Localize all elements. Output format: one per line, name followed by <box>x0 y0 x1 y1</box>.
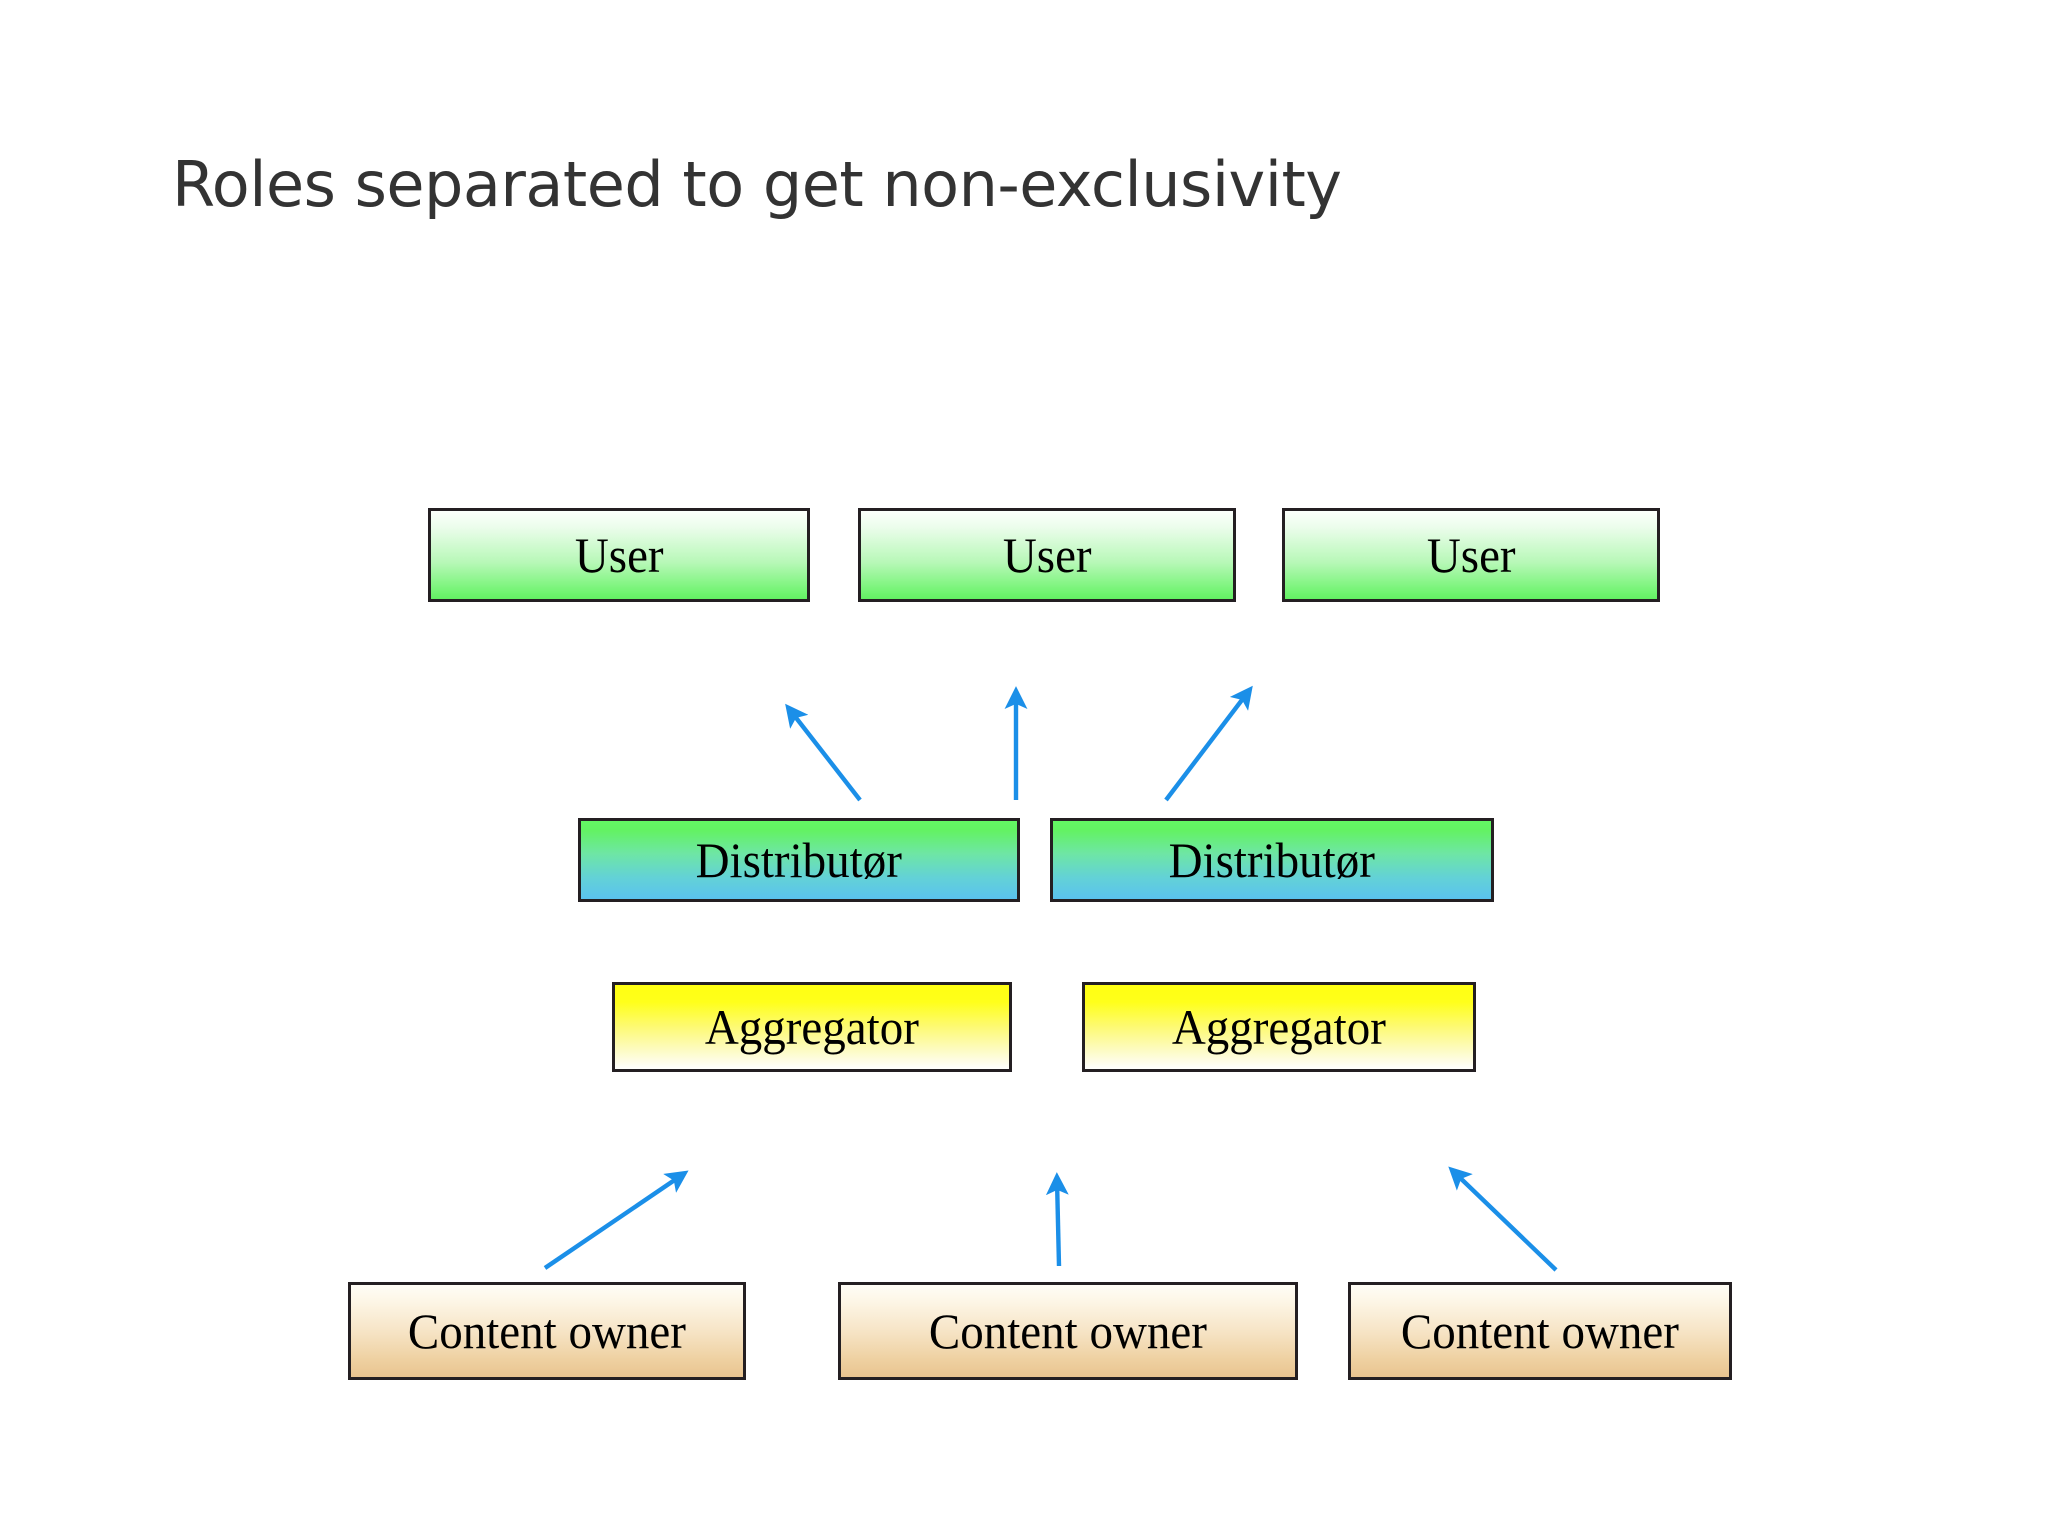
node-label: Content owner <box>1400 1303 1680 1359</box>
node-label: User <box>1002 527 1092 583</box>
distributor-2-to-user-3-arrow <box>1164 685 1253 802</box>
node-distributor-1[interactable]: Distributør <box>578 818 1020 902</box>
node-aggregator-2[interactable]: Aggregator <box>1082 982 1476 1072</box>
node-content-owner-1[interactable]: Content owner <box>348 1282 746 1380</box>
content-owner-3-to-aggregator-2-arrow <box>1448 1166 1558 1272</box>
content-owner-1-to-aggregator-1-arrow <box>543 1170 689 1270</box>
page-title: Roles separated to get non-exclusivity <box>172 148 1342 221</box>
node-label: Distributør <box>1168 832 1376 888</box>
node-user-2[interactable]: User <box>858 508 1236 602</box>
node-label: Aggregator <box>1171 999 1387 1055</box>
node-content-owner-3[interactable]: Content owner <box>1348 1282 1732 1380</box>
node-label: Distributør <box>695 832 903 888</box>
distributor-1-to-user-1-arrow <box>785 703 862 802</box>
node-label: User <box>574 527 664 583</box>
node-content-owner-2[interactable]: Content owner <box>838 1282 1298 1380</box>
node-label: Content owner <box>928 1303 1208 1359</box>
node-user-3[interactable]: User <box>1282 508 1660 602</box>
node-label: User <box>1426 527 1516 583</box>
node-label: Content owner <box>407 1303 687 1359</box>
content-owner-2-to-aggregator-1-arrow <box>1045 1172 1069 1267</box>
node-distributor-2[interactable]: Distributør <box>1050 818 1494 902</box>
node-user-1[interactable]: User <box>428 508 810 602</box>
node-label: Aggregator <box>704 999 920 1055</box>
node-aggregator-1[interactable]: Aggregator <box>612 982 1012 1072</box>
